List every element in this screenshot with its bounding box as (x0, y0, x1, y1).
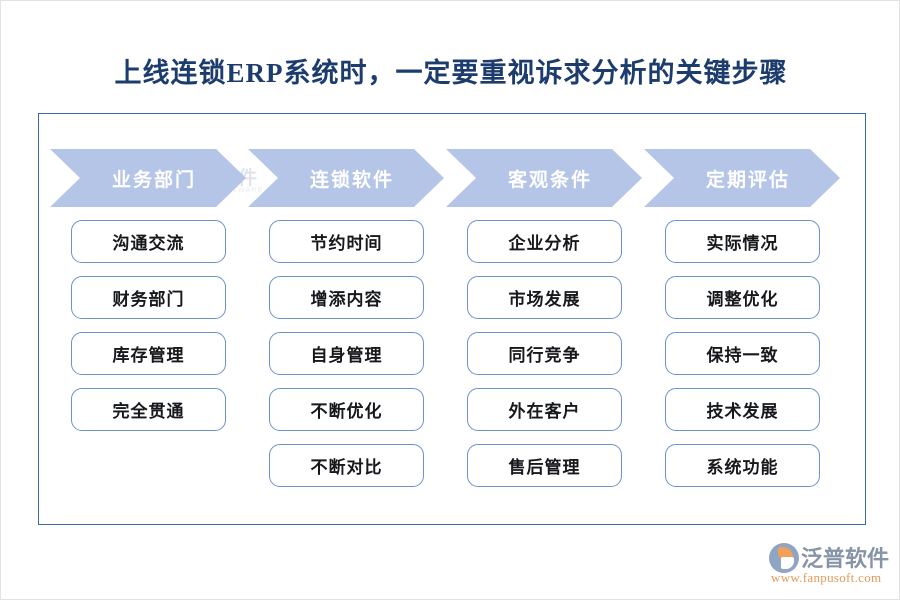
item-label: 增添内容 (310, 290, 383, 309)
stage-header-arrow-3[interactable]: 客观条件 (446, 149, 642, 207)
list-item[interactable]: 完全贯通 (71, 388, 226, 431)
item-label: 市场发展 (508, 290, 581, 309)
list-item[interactable]: 不断优化 (269, 388, 424, 431)
item-label: 售后管理 (508, 458, 581, 477)
stage-header-label-2: 连锁软件 (309, 169, 394, 191)
stage-header-arrow-2[interactable]: 连锁软件 (248, 149, 444, 207)
list-item[interactable]: 节约时间 (269, 220, 424, 263)
list-item[interactable]: 实际情况 (665, 220, 820, 263)
process-column-3: 客观条件 企业分析 市场发展 同行竞争 外在客户 售后管理 (446, 149, 642, 500)
stage-header-label-1: 业务部门 (111, 169, 196, 191)
stage-item-list-3: 企业分析 市场发展 同行竞争 外在客户 售后管理 (446, 220, 642, 487)
content-frame (38, 113, 866, 525)
item-label: 完全贯通 (112, 402, 185, 421)
list-item[interactable]: 财务部门 (71, 276, 226, 319)
brand-logo[interactable]: 泛普软件 www.fanpusoft.com (769, 541, 893, 589)
list-item[interactable]: 自身管理 (269, 332, 424, 375)
item-label: 实际情况 (706, 234, 779, 253)
item-label: 自身管理 (310, 346, 383, 365)
item-label: 库存管理 (112, 346, 185, 365)
list-item[interactable]: 企业分析 (467, 220, 622, 263)
brand-mark-icon (769, 543, 799, 573)
item-label: 保持一致 (706, 346, 779, 365)
item-label: 企业分析 (508, 234, 581, 253)
list-item[interactable]: 市场发展 (467, 276, 622, 319)
brand-url: www.fanpusoft.com (771, 570, 882, 585)
stage-header-label-3: 客观条件 (507, 169, 592, 191)
item-label: 外在客户 (508, 402, 581, 421)
item-label: 不断对比 (310, 458, 383, 477)
list-item[interactable]: 保持一致 (665, 332, 820, 375)
list-item[interactable]: 沟通交流 (71, 220, 226, 263)
process-column-2: 连锁软件 节约时间 增添内容 自身管理 不断优化 不断对比 (248, 149, 444, 500)
list-item[interactable]: 库存管理 (71, 332, 226, 375)
stage-item-list-4: 实际情况 调整优化 保持一致 技术发展 系统功能 (644, 220, 840, 487)
stage-item-list-2: 节约时间 增添内容 自身管理 不断优化 不断对比 (248, 220, 444, 487)
brand-name: 泛普软件 (801, 546, 890, 571)
page-title: 上线连锁ERP系统时，一定要重视诉求分析的关键步骤 (114, 58, 788, 88)
stage-header-arrow-1[interactable]: 业务部门 (50, 149, 246, 207)
stage-header-label-4: 定期评估 (705, 169, 790, 191)
list-item[interactable]: 不断对比 (269, 444, 424, 487)
list-item[interactable]: 售后管理 (467, 444, 622, 487)
list-item[interactable]: 调整优化 (665, 276, 820, 319)
stage-header-arrow-4[interactable]: 定期评估 (644, 149, 840, 207)
list-item[interactable]: 同行竞争 (467, 332, 622, 375)
item-label: 财务部门 (112, 290, 185, 309)
item-label: 同行竞争 (508, 346, 581, 365)
item-label: 沟通交流 (112, 234, 185, 253)
list-item[interactable]: 技术发展 (665, 388, 820, 431)
item-label: 系统功能 (706, 458, 779, 477)
list-item[interactable]: 系统功能 (665, 444, 820, 487)
stage-item-list-1: 沟通交流 财务部门 库存管理 完全贯通 (50, 220, 246, 431)
item-label: 调整优化 (706, 290, 779, 309)
item-label: 节约时间 (310, 234, 383, 253)
list-item[interactable]: 增添内容 (269, 276, 424, 319)
process-column-1: 业务部门 沟通交流 财务部门 库存管理 完全贯通 (50, 149, 246, 444)
process-column-4: 定期评估 实际情况 调整优化 保持一致 技术发展 系统功能 (644, 149, 840, 500)
list-item[interactable]: 外在客户 (467, 388, 622, 431)
item-label: 技术发展 (706, 402, 779, 421)
item-label: 不断优化 (310, 402, 383, 421)
